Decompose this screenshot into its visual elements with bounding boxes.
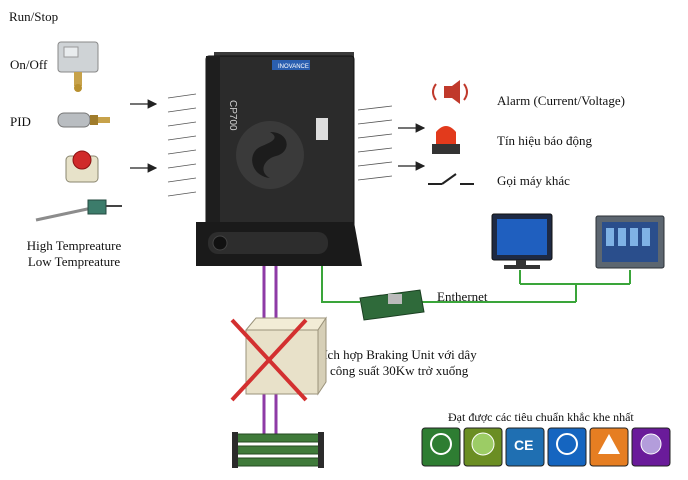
- call-label: Gọi máy khác: [497, 173, 570, 188]
- emergency-button-icon: [65, 150, 99, 183]
- standards-badges: CE: [421, 427, 671, 467]
- output-terminal-lines: [357, 105, 393, 181]
- braking-unit-icon: [244, 316, 327, 396]
- pc-monitor-icon: [491, 213, 553, 269]
- ce-icon: [505, 427, 545, 467]
- braking-label-1: Tích hợp Braking Unit với dây: [316, 347, 477, 362]
- hmi-panel-icon: [595, 215, 665, 269]
- device-model-text: CP700: [227, 100, 238, 131]
- temperature-probe-icon: [35, 199, 122, 222]
- ethernet-lines: [321, 258, 631, 303]
- c-tick-icon: [421, 427, 461, 467]
- pid-label: PID: [10, 114, 31, 129]
- standards-title: Đạt được các tiêu chuẩn khắc khe nhất: [448, 410, 634, 424]
- svg-text:CE: CE: [514, 437, 533, 453]
- temp-low-label: Low Tempreature: [27, 254, 121, 269]
- signal-label: Tín hiệu báo động: [497, 133, 592, 148]
- braking-resistor-icon: [232, 432, 324, 468]
- ethernet-module-icon: [359, 289, 425, 321]
- ethernet-label: Enthernet: [437, 289, 488, 304]
- ul-icon: [547, 427, 587, 467]
- swirl-logo-icon: [252, 132, 287, 178]
- handle-icon: [316, 118, 328, 140]
- input-terminal-lines: [167, 93, 197, 197]
- run-stop-label: Run/Stop: [9, 9, 59, 24]
- relay-switch-icon: [428, 173, 474, 185]
- cp700-drive: [196, 52, 362, 266]
- on-off-label: On/Off: [10, 57, 48, 72]
- pressure-sensor-icon: [57, 112, 110, 128]
- not-needed-cross-icon: [230, 318, 308, 402]
- braking-label-2: công suất 30Kw trở xuống: [330, 363, 469, 378]
- temperature-labels: High Tempreature Low Tempreature: [14, 238, 134, 270]
- temp-high-label: High Tempreature: [26, 238, 122, 253]
- device-brand-text: INOVANCE: [278, 64, 309, 70]
- alarm-sound-icon: [432, 80, 468, 104]
- pressure-switch-icon: [57, 41, 99, 92]
- alarm-label: Alarm (Current/Voltage): [497, 93, 625, 108]
- inovance-logo-icon: [272, 60, 310, 70]
- beacon-light-icon: [432, 126, 460, 154]
